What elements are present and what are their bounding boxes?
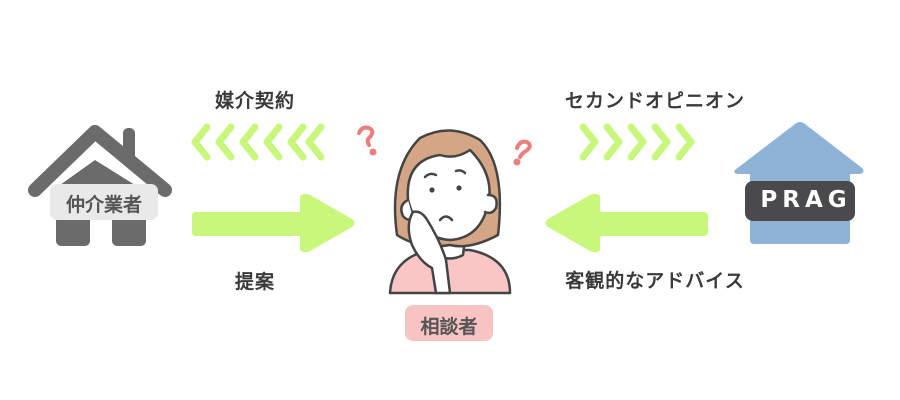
left-chevrons-icon: [191, 123, 325, 161]
proposal-label: 提案: [234, 271, 276, 293]
consultant-woman-illustration: [388, 129, 512, 295]
objective-advice-label: 客観的なアドバイス: [565, 270, 745, 292]
question-mark-icon: [357, 125, 532, 166]
prag-badge-bg: [745, 181, 855, 221]
broker-label: 仲介業者: [65, 194, 143, 216]
prag-logo: PRAG: [760, 187, 852, 213]
right-chevrons-icon: [579, 123, 695, 161]
broker-label-bg: [50, 184, 158, 220]
mediation-contract-label: 媒介契約: [214, 90, 296, 112]
proposal-arrow-icon: [192, 193, 355, 253]
second-opinion-label: セカンドオピニオン: [564, 90, 746, 112]
consultant-label-bg: [405, 305, 493, 341]
advice-arrow-icon: [545, 193, 708, 253]
consultant-label: 相談者: [420, 316, 478, 338]
